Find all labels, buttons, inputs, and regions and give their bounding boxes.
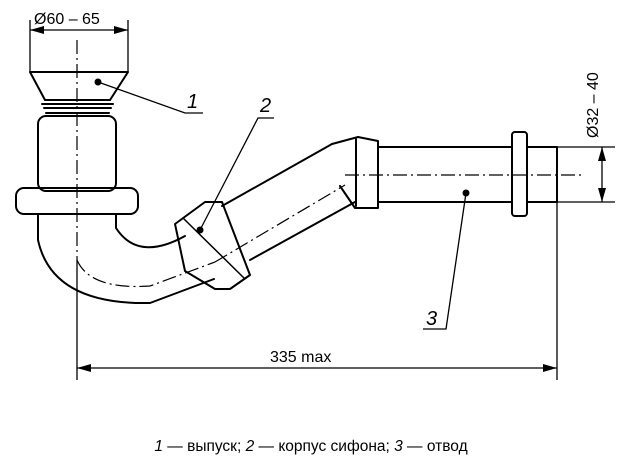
legend-number-2: 2	[245, 438, 255, 455]
leader-3	[423, 192, 467, 330]
centre-line-bend	[76, 259, 216, 288]
legend-number-3: 3	[394, 438, 403, 455]
branch-diameter-label: Ø32 – 40	[585, 72, 602, 138]
outlet-diameter-label: Ø60 – 65	[34, 11, 100, 28]
overall-length-label: 335 max	[270, 349, 331, 366]
legend-number-1: 1	[154, 438, 163, 455]
figure-legend: 1 — выпуск; 2 — корпус сифона; 3 — отвод	[0, 438, 622, 456]
callout-2: 2	[259, 95, 271, 117]
u-bend-outer	[37, 213, 215, 305]
callout-3: 3	[426, 308, 437, 330]
centre-line-inclined	[214, 184, 346, 263]
inclined-pipe-bottom	[249, 201, 356, 261]
u-bend-inner	[115, 213, 186, 249]
legend-text-1: — выпуск;	[162, 438, 246, 455]
branch-pipe	[377, 146, 513, 203]
siphon-nut	[174, 201, 251, 290]
outlet-funnel	[29, 71, 129, 101]
leader-1	[97, 81, 203, 114]
inclined-pipe-top	[221, 143, 333, 207]
callout-1: 1	[187, 91, 198, 113]
branch-flange	[511, 131, 528, 217]
leader-2	[199, 117, 274, 231]
legend-text-2: — корпус сифона;	[254, 438, 395, 455]
legend-text-3: — отвод	[402, 438, 468, 455]
